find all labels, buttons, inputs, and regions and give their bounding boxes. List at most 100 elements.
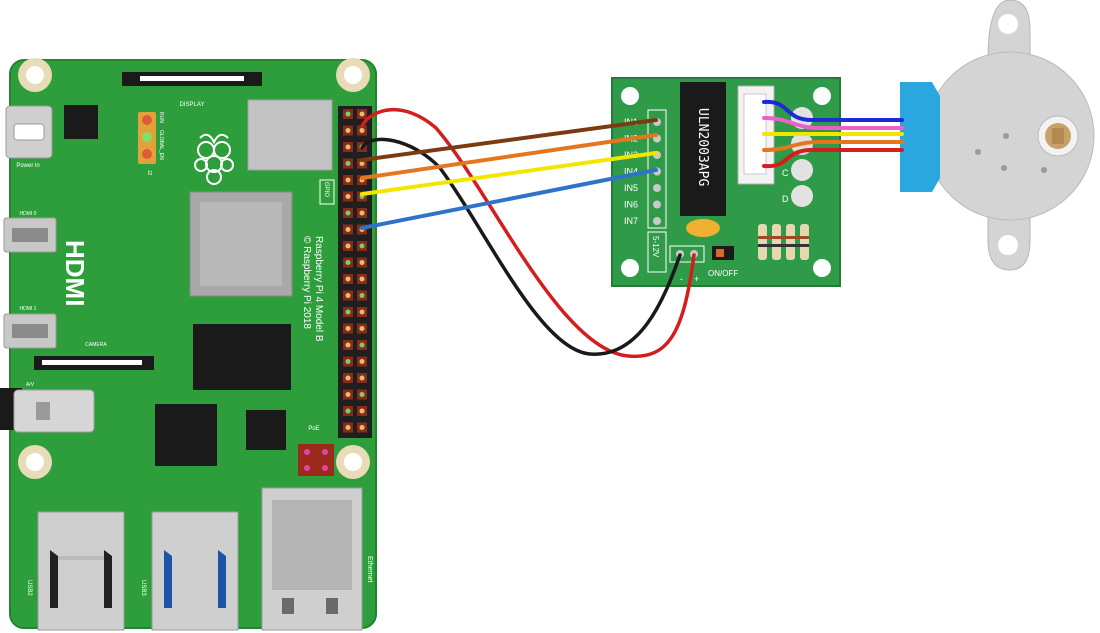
- gpio-pin-contact: [345, 276, 351, 282]
- switch-label: ON/OFF: [708, 269, 738, 278]
- orange-in2-wire: [360, 133, 658, 180]
- gpio-pin-contact: [345, 342, 351, 348]
- orange-motor-wire: [762, 140, 904, 152]
- gpio-pin-contact: [345, 243, 351, 249]
- minus-label: -: [680, 274, 683, 284]
- gpio-pin-contact: [359, 243, 365, 249]
- usb-controller-chip: [155, 404, 217, 466]
- plus-label: +: [694, 274, 699, 284]
- hdmi0-label: HDMI 0: [20, 211, 37, 217]
- gpio-pin-contact: [345, 359, 351, 364]
- mount-hole: [621, 259, 639, 277]
- model-name: Raspberry Pi 4 Model B: [313, 236, 324, 342]
- gpio-pin-contact: [345, 161, 351, 166]
- gpio-pin-contact: [345, 408, 351, 414]
- gpio-pin-contact: [359, 375, 365, 381]
- gpio-pin-contact: [345, 144, 351, 150]
- gpio-label: GPIO: [323, 182, 329, 197]
- hdmi1-label: HDMI 1: [20, 306, 37, 312]
- navy-motor-wire: [762, 99, 904, 122]
- power-in-label: Power in: [16, 163, 39, 169]
- pmic-chip: [64, 105, 98, 139]
- gpio-pin-contact: [359, 309, 365, 315]
- gpio-pin-contact: [359, 326, 365, 331]
- gpio-pin-contact: [359, 128, 365, 133]
- gpio-pin-contact: [345, 210, 351, 216]
- gpio-header: [338, 106, 372, 438]
- yellow-in3-wire: [360, 151, 658, 196]
- input-label-4: IN4: [624, 167, 638, 177]
- black-ground-wire: [360, 137, 682, 356]
- input-pin-6: [653, 200, 661, 209]
- gpio-pin-contact: [359, 210, 365, 216]
- gpio-pin-contact: [345, 111, 351, 117]
- gpio-pin-contact: [345, 425, 351, 430]
- mount-hole: [813, 87, 831, 105]
- usb2-label: USB2: [26, 580, 32, 596]
- gpio-pin-contact: [345, 227, 351, 232]
- run-label: RUN: [158, 112, 164, 123]
- gpio-pin-contact: [345, 177, 351, 183]
- pink-motor-wire: [762, 116, 904, 130]
- gpio-pin-contact: [345, 326, 351, 331]
- input-label-7: IN7: [624, 216, 638, 226]
- input-label-6: IN6: [624, 200, 638, 210]
- gpio-pin-contact: [359, 392, 365, 397]
- led-label-c: C: [782, 168, 789, 178]
- gpio-pin-contact: [345, 293, 351, 298]
- blue-in4-wire: [360, 168, 658, 230]
- gpio-pin-contact: [345, 392, 351, 397]
- mount-hole: [813, 259, 831, 277]
- gpio-pin-contact: [345, 260, 351, 265]
- usb3-label: USB3: [140, 580, 146, 596]
- usb3-port: [151, 511, 239, 631]
- gpio-pin-contact: [345, 194, 351, 199]
- wires: [360, 99, 904, 359]
- motor-cable-connector: [900, 82, 940, 192]
- copyright-text: © Raspberry Pi 2018: [301, 236, 312, 329]
- input-pin-5: [653, 184, 661, 192]
- led-d: [791, 185, 813, 207]
- voltage-label: 5-12V: [651, 236, 660, 258]
- gpio-pin-contact: [359, 293, 365, 298]
- chip-label: ULN2003APG: [695, 108, 710, 186]
- av-label: A/V: [26, 382, 35, 388]
- gpio-pin-contact: [359, 342, 365, 348]
- gpio-pin-contact: [359, 408, 365, 414]
- gpio-pin-contact: [345, 375, 351, 381]
- raspberry-pi-board: DISPLAY Power in RUN GLOBAL_EN J2: [0, 58, 377, 631]
- gpio-pin-contact: [359, 161, 365, 166]
- hdmi-label: HDMI: [60, 240, 90, 306]
- red-motor-wire: [762, 148, 904, 169]
- motor-mount-hole: [998, 235, 1018, 255]
- input-label-5: IN5: [624, 183, 638, 193]
- raspberry-logo-icon: [194, 133, 234, 185]
- capacitor: [686, 219, 720, 237]
- gpio-pin-contact: [359, 359, 365, 364]
- uln2003-chip: [680, 82, 726, 216]
- ram-chip: [193, 324, 291, 390]
- gpio-pin-contact: [359, 276, 365, 282]
- gpio-pin-contact: [345, 128, 351, 133]
- poe-header: [298, 444, 334, 476]
- input-pin-7: [653, 217, 661, 225]
- resistor-array: [758, 224, 809, 260]
- display-label: DISPLAY: [180, 102, 205, 108]
- gpio-pin-contact: [359, 260, 365, 265]
- mount-hole: [621, 87, 639, 105]
- gpio-pin-contact: [359, 111, 365, 117]
- led-c: [791, 159, 813, 181]
- led-label-d: D: [782, 194, 789, 204]
- gpio-pin-contact: [345, 309, 351, 315]
- poe-label: PoE: [308, 426, 319, 432]
- usb2-port: [37, 511, 125, 631]
- stepper-motor: [900, 0, 1095, 271]
- brown-in1-wire: [360, 118, 658, 162]
- motor-mount-hole: [998, 14, 1018, 34]
- global-en-label: GLOBAL_EN: [158, 130, 164, 160]
- red-power-wire: [360, 108, 696, 359]
- wifi-shield: [247, 99, 333, 171]
- ethernet-port: [261, 487, 363, 631]
